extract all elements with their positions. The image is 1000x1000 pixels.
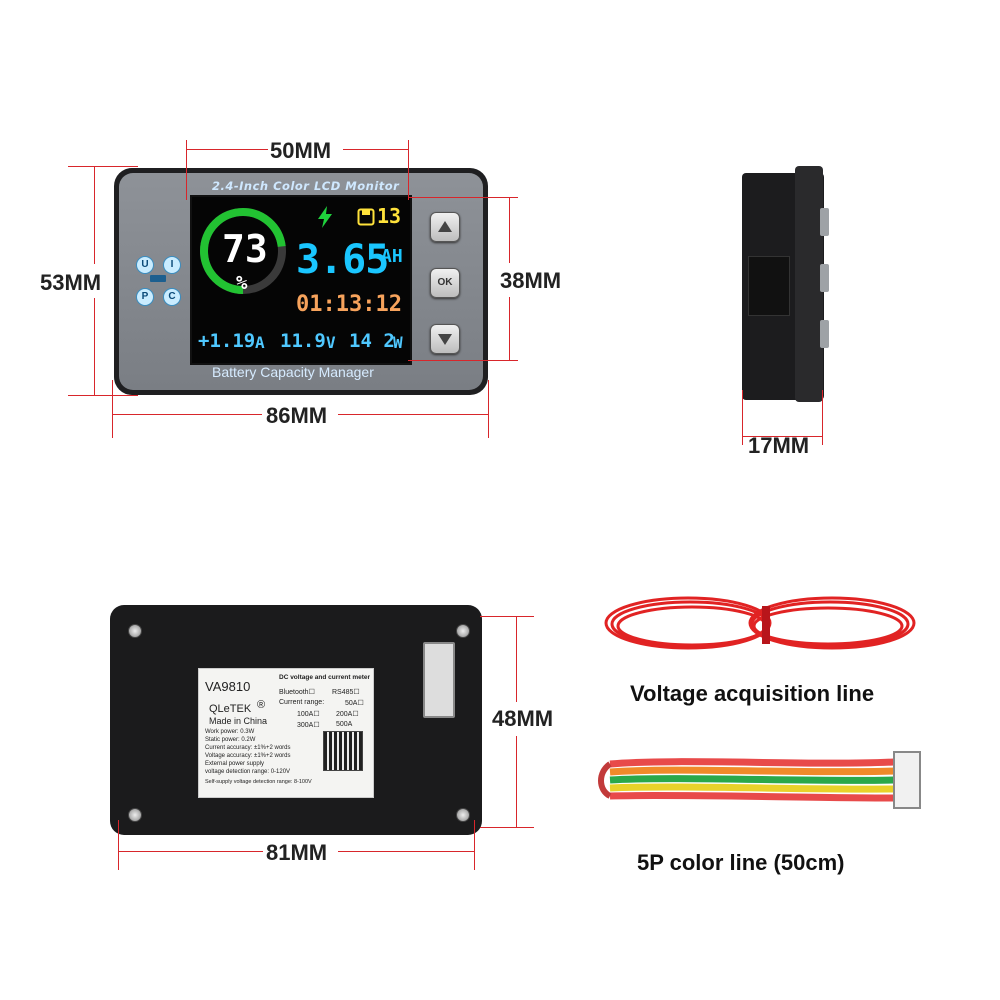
spec-static-power: Static power: 0.2W bbox=[205, 737, 256, 743]
brand-name: QLeTEK bbox=[209, 703, 252, 715]
voltage-unit: V bbox=[326, 333, 336, 352]
arrow-up-icon bbox=[438, 221, 452, 232]
dim-48mm: 48MM bbox=[492, 706, 554, 731]
dim-line-50-left bbox=[186, 140, 187, 200]
down-button[interactable] bbox=[430, 324, 460, 354]
qr-code bbox=[323, 731, 363, 771]
dim-line-53-b bbox=[94, 298, 95, 395]
spec-external-supply: External power supply bbox=[205, 761, 265, 767]
back-sticker: VA9810 QLeTEK ® Made in China DC voltage… bbox=[198, 668, 374, 798]
led-p: P bbox=[136, 288, 154, 306]
side-button-2 bbox=[820, 264, 829, 292]
dim-line-48-a bbox=[516, 616, 517, 702]
capacity-ring bbox=[200, 208, 286, 294]
screw-top-right bbox=[456, 624, 470, 638]
dim-line-38-top bbox=[408, 197, 518, 198]
spec-detection-range: voltage detection range: 0-120V bbox=[205, 769, 291, 775]
dim-line-48-b bbox=[516, 736, 517, 827]
dim-line-86-left bbox=[112, 380, 113, 438]
range-200a: 200A☐ bbox=[336, 711, 359, 718]
side-button-1 bbox=[820, 208, 829, 236]
dim-line-86-b bbox=[338, 414, 488, 415]
bluetooth-option: Bluetooth☐ bbox=[279, 689, 315, 696]
capacity-value: 3.65 bbox=[296, 237, 389, 283]
dim-line-48-top bbox=[480, 616, 534, 617]
screw-bottom-left bbox=[128, 808, 142, 822]
registered-mark: ® bbox=[257, 699, 266, 711]
dim-line-86-a bbox=[112, 414, 262, 415]
dim-line-38-b bbox=[509, 297, 510, 360]
arrow-down-icon bbox=[438, 334, 452, 345]
dim-38mm: 38MM bbox=[500, 268, 562, 293]
front-bottom-label: Battery Capacity Manager bbox=[212, 364, 374, 380]
elapsed-time: 01:13:12 bbox=[296, 292, 402, 317]
model-number: VA9810 bbox=[205, 679, 251, 694]
dim-17mm: 17MM bbox=[748, 433, 810, 458]
current-value: +1.19 bbox=[198, 330, 256, 352]
dim-81mm: 81MM bbox=[266, 840, 328, 865]
percent-value: 73 bbox=[222, 227, 268, 271]
dim-line-53-top bbox=[68, 166, 138, 167]
current-range-label: Current range: bbox=[279, 699, 325, 706]
lcd-screen bbox=[190, 195, 412, 365]
power-value: 14 2 bbox=[349, 330, 395, 352]
sticker-header: DC voltage and current meter bbox=[279, 674, 371, 681]
voltage-line-caption: Voltage acquisition line bbox=[630, 681, 875, 706]
dim-line-50-right bbox=[408, 140, 409, 200]
rs485-option: RS485☐ bbox=[332, 689, 360, 696]
dim-line-81-right bbox=[474, 820, 475, 870]
percent-sign: % bbox=[236, 272, 248, 294]
screw-bottom-right bbox=[456, 808, 470, 822]
ok-button[interactable]: OK bbox=[430, 268, 460, 298]
dim-line-53-bottom bbox=[68, 395, 138, 396]
side-front-bezel bbox=[795, 166, 823, 402]
dim-53mm: 53MM bbox=[40, 270, 102, 295]
dim-line-50-a bbox=[186, 149, 268, 150]
made-in: Made in China bbox=[209, 716, 268, 726]
range-100a: 100A☐ bbox=[297, 711, 320, 718]
dim-50mm: 50MM bbox=[270, 138, 332, 163]
power-unit: W bbox=[393, 333, 403, 352]
range-500a: 500A bbox=[336, 721, 353, 728]
spec-voltage-accuracy: Voltage accuracy: ±1%+2 words bbox=[205, 753, 291, 759]
led-c: C bbox=[163, 288, 181, 306]
storage-icon bbox=[357, 208, 375, 226]
capacity-unit: AH bbox=[381, 246, 403, 267]
front-top-label: 2.4-Inch Color LCD Monitor bbox=[212, 179, 400, 193]
storage-count: 13 bbox=[377, 204, 402, 228]
dim-line-86-right bbox=[488, 380, 489, 438]
led-u: U bbox=[136, 256, 154, 274]
5p-color-cable bbox=[598, 751, 921, 809]
dim-line-17-left bbox=[742, 390, 743, 445]
voltage-acquisition-cable bbox=[604, 596, 916, 650]
up-button[interactable] bbox=[430, 212, 460, 242]
dim-line-81-left bbox=[118, 820, 119, 870]
dim-line-53-a bbox=[94, 166, 95, 264]
dim-line-38-bottom bbox=[408, 360, 518, 361]
charging-bolt-icon bbox=[316, 206, 334, 228]
dim-line-17-right bbox=[822, 390, 823, 445]
dim-line-81-a bbox=[118, 851, 263, 852]
dim-line-48-bottom bbox=[480, 827, 534, 828]
screw-top-left bbox=[128, 624, 142, 638]
dim-line-81-b bbox=[338, 851, 474, 852]
dim-line-17 bbox=[742, 436, 822, 437]
range-50a: 50A☐ bbox=[345, 700, 364, 707]
color-line-caption: 5P color line (50cm) bbox=[637, 850, 845, 875]
dim-line-50-b bbox=[343, 149, 408, 150]
side-button-3 bbox=[820, 320, 829, 348]
battery-icon bbox=[150, 275, 166, 282]
spec-current-accuracy: Current accuracy: ±1%+2 words bbox=[205, 745, 291, 751]
dim-line-38-a bbox=[509, 197, 510, 263]
led-i: I bbox=[163, 256, 181, 274]
dim-86mm: 86MM bbox=[266, 403, 328, 428]
range-300a: 300A☐ bbox=[297, 722, 320, 729]
current-unit: A bbox=[255, 333, 265, 352]
spec-work-power: Work power: 0.3W bbox=[205, 729, 255, 735]
voltage-value: 11.9 bbox=[280, 330, 326, 352]
5p-socket bbox=[423, 642, 455, 718]
spec-self-supply: Self-supply voltage detection range: 8-1… bbox=[205, 779, 312, 785]
side-connector bbox=[748, 256, 790, 316]
